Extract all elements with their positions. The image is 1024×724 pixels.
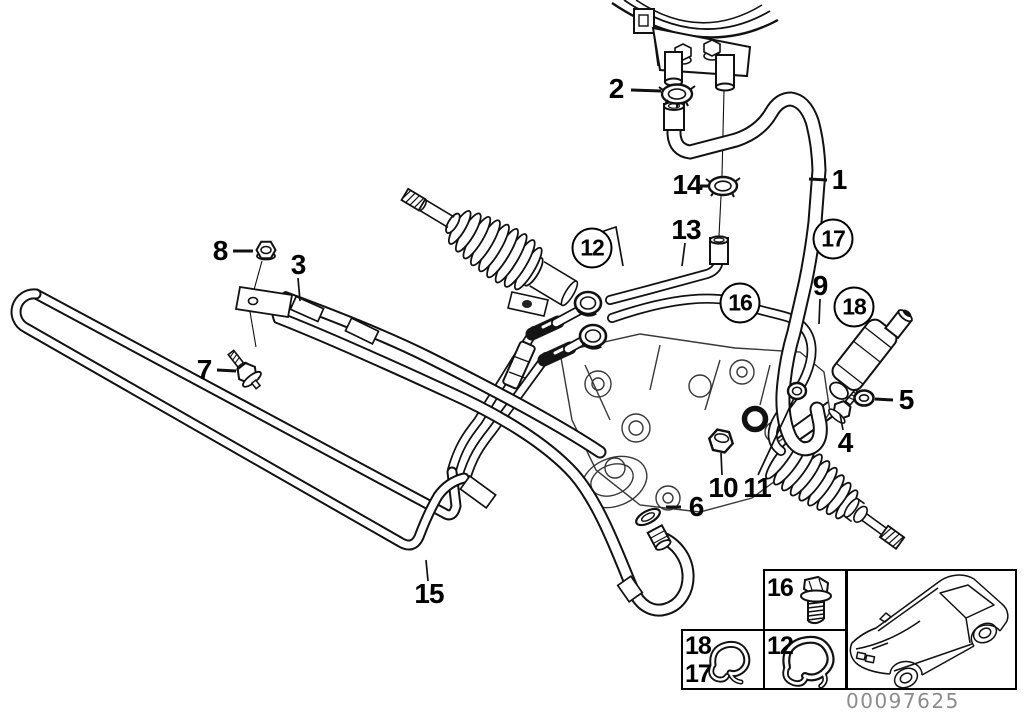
callout-7[interactable]: 7 [196,354,213,385]
tie-rod-threaded-end [400,187,427,212]
part-number: 00097625 [846,689,960,713]
steering-valve-body [829,309,913,400]
rack-union-fittings [573,290,608,350]
callout-16-circled[interactable]: 16 [719,282,761,324]
flange-bolt-icon [800,575,832,625]
pressure-pipes [447,305,591,484]
car-silhouette-icon [849,574,1009,688]
bolt-7 [227,349,262,390]
callout-5[interactable]: 5 [898,384,915,415]
inset-label-16: 16 [767,574,794,602]
inset-clamp-box[interactable] [763,629,847,690]
callout-14[interactable]: 14 [672,169,702,200]
inset-label-18: 18 [685,632,712,660]
callout-1[interactable]: 1 [831,164,848,195]
inset-car-box[interactable] [846,569,1017,690]
callout-4[interactable]: 4 [837,427,854,458]
cooler-loop-pipe [10,288,470,551]
seal-ring-detail [741,405,769,433]
callout-13[interactable]: 13 [671,214,701,245]
callout-3[interactable]: 3 [290,249,307,280]
lock-ring-2 [658,83,696,108]
callout-6[interactable]: 6 [688,491,705,522]
rack-mount-bracket [507,291,549,317]
lock-ring-14 [705,175,741,198]
fluid-reservoir [611,0,779,92]
nut-8 [255,240,277,261]
cooler-hoses [271,290,695,617]
left-steering-bellows [400,187,579,307]
reservoir-tab [633,8,655,34]
banjo-union-6 [635,507,672,551]
callout-8[interactable]: 8 [212,235,229,266]
callout-18-circled[interactable]: 18 [833,286,875,328]
callout-17-circled[interactable]: 17 [812,218,854,260]
inset-clip-box[interactable] [681,629,765,690]
pipe-clamp [502,340,536,390]
callout-15[interactable]: 15 [414,578,444,609]
callout-leader-lines [216,88,894,582]
callout-12-circled[interactable]: 12 [571,227,613,269]
tie-rod-threaded-end [878,524,906,551]
callout-9[interactable]: 9 [812,270,829,301]
inset-label-17: 17 [685,660,712,688]
hose-clamp-icon [782,635,835,688]
o-ring-11 [786,381,808,401]
callout-11[interactable]: 11 [743,472,772,503]
washer-5 [853,389,875,407]
callout-10[interactable]: 10 [708,472,738,503]
hex-plug-10 [707,428,735,454]
hose-bracket [234,285,294,319]
return-pipe-13 [605,235,729,305]
callout-2[interactable]: 2 [608,73,625,104]
spring-clip-icon [708,641,751,685]
inset-label-12: 12 [767,632,794,660]
